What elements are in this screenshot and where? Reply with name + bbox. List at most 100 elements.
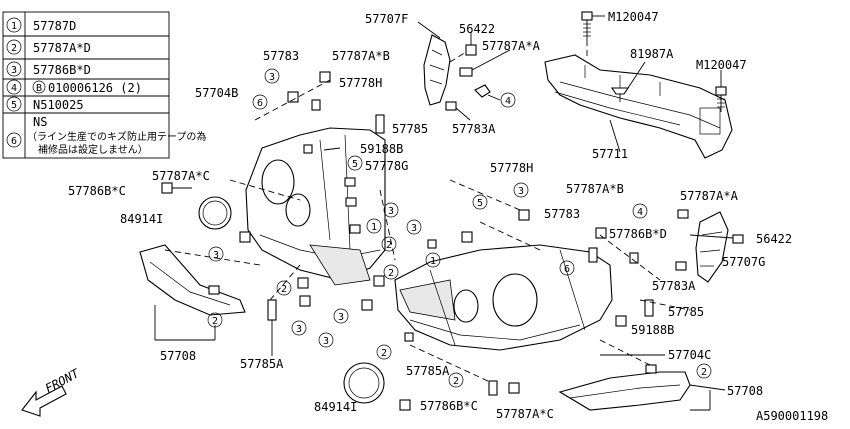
legend-num: 6 xyxy=(11,136,17,147)
bumper-cover-57704B xyxy=(245,127,386,286)
legend-row-4: 4 B 010006126 (2) xyxy=(6,79,142,95)
legend-row-5: 5 N510025 xyxy=(6,96,84,112)
clip-57786BxC-left xyxy=(161,182,192,194)
callout-4-top: 4 xyxy=(505,96,511,107)
callout-2: 2 xyxy=(701,367,707,378)
label-57711: 57711 xyxy=(592,147,628,161)
label-59188b-left: 59188B xyxy=(360,142,403,156)
bumper-cover-57704C xyxy=(394,244,613,351)
label-57787axa-right: 57787A*A xyxy=(680,189,739,203)
label-57785-right: 57785 xyxy=(668,305,704,319)
label-81987a: 81987A xyxy=(630,47,674,61)
legend-part: 010006126 (2) xyxy=(48,81,142,95)
legend-num: 2 xyxy=(11,43,17,54)
label-56422-right: 56422 xyxy=(756,232,792,246)
clip-81987A xyxy=(610,61,646,102)
legend-part: N510025 xyxy=(33,98,84,112)
legend-num: 4 xyxy=(11,83,17,94)
legend-note: 補修品は設定しません） xyxy=(38,143,148,156)
callouts-left: 3 6 5 1 3 3 2 2 3 3 2 xyxy=(207,68,399,336)
label-57704c: 57704C xyxy=(668,348,711,362)
legend-row-3: 3 57786B*D xyxy=(6,61,91,77)
label-57787axb-left: 57787A*B xyxy=(332,49,390,63)
callout-3: 3 xyxy=(338,312,344,323)
callout-2: 2 xyxy=(453,376,459,387)
legend-row-1: 1 57787D xyxy=(6,17,76,33)
trim-57708-left xyxy=(139,244,246,316)
label-59188b-right: 59188B xyxy=(631,323,674,337)
bolt-4-top xyxy=(474,84,501,101)
label-57704b: 57704B xyxy=(195,86,238,100)
callout-3: 3 xyxy=(411,223,417,234)
label-57708-right: 57708 xyxy=(727,384,763,398)
bolt-m120047-top xyxy=(581,11,605,60)
label-57778g: 57778G xyxy=(365,159,408,173)
label-57785a-right: 57785A xyxy=(406,364,450,378)
callout-3: 3 xyxy=(518,186,524,197)
dashed-guides-right xyxy=(409,179,691,383)
legend-part: 57787D xyxy=(33,19,76,33)
callout-1: 1 xyxy=(430,256,436,267)
label-57783-left: 57783 xyxy=(263,49,299,63)
legend-num: 5 xyxy=(11,100,17,111)
label-57778h-right: 57778H xyxy=(490,161,533,175)
bolts-right-assembly xyxy=(399,209,744,411)
label-57778h-left: 57778H xyxy=(339,76,382,90)
trim-57708-right xyxy=(558,371,691,411)
label-57708-left: 57708 xyxy=(160,349,196,363)
callout-2: 2 xyxy=(381,348,387,359)
clip-57783A-top xyxy=(445,101,471,121)
dashed-guides-left xyxy=(164,79,396,301)
ring-84914I-left xyxy=(198,196,232,230)
legend-num: 3 xyxy=(11,65,17,76)
legend-part: 57786B*D xyxy=(33,63,91,77)
callouts-right: 3 3 5 1 2 2 6 4 2 3 2 xyxy=(318,182,712,388)
label-57707f: 57707F xyxy=(365,12,408,26)
bracket-57707F xyxy=(417,21,451,106)
clip-56422-top xyxy=(449,32,477,63)
label-m120047-right: M120047 xyxy=(696,58,747,72)
legend-part: 57787A*D xyxy=(33,41,91,55)
callout-3: 3 xyxy=(269,72,275,83)
callout-2: 2 xyxy=(212,316,218,327)
callout-5: 5 xyxy=(352,159,358,170)
legend-prefix: B xyxy=(36,83,42,94)
label-m120047-top: M120047 xyxy=(608,10,659,24)
callout-3: 3 xyxy=(296,324,302,335)
legend-note: （ライン生産でのキズ防止用テープの為 xyxy=(27,130,206,143)
label-57785a-left: 57785A xyxy=(240,357,284,371)
legend-row-6: 6 NS （ライン生産でのキズ防止用テープの為 補修品は設定しません） xyxy=(6,115,206,156)
front-direction-arrow: FRONT xyxy=(21,366,82,417)
legend-num: 1 xyxy=(11,21,17,32)
label-57786bxd: 57786B*D xyxy=(609,227,667,241)
label-57787axa-top: 57787A*A xyxy=(482,39,541,53)
ring-84914I-right xyxy=(343,362,385,404)
label-57783a-right: 57783A xyxy=(652,279,696,293)
label-57787axc-left: 57787A*C xyxy=(152,169,210,183)
callout-5: 5 xyxy=(477,198,483,209)
label-84914i-right: 84914I xyxy=(314,400,357,414)
callout-1: 1 xyxy=(371,222,377,233)
clip-57787AxA-top xyxy=(459,49,511,77)
label-57783-right: 57783 xyxy=(544,207,580,221)
callout-3: 3 xyxy=(323,336,329,347)
legend-part: NS xyxy=(33,115,47,129)
callout-2: 2 xyxy=(388,268,394,279)
legend-table: 1 57787D 2 57787A*D 3 57786B*D 4 B 01000… xyxy=(2,11,206,159)
label-57786bxc-left: 57786B*C xyxy=(68,184,126,198)
label-84914i-left: 84914I xyxy=(120,212,163,226)
callout-3: 3 xyxy=(213,250,219,261)
bumper-beam-57711 xyxy=(544,54,733,159)
label-57787axb-right: 57787A*B xyxy=(566,182,624,196)
label-57783a-top: 57783A xyxy=(452,122,496,136)
bolts-left-assembly xyxy=(208,71,385,321)
label-56422-top: 56422 xyxy=(459,22,495,36)
callout-6: 6 xyxy=(564,264,570,275)
label-57786bxc-right: 57786B*C xyxy=(420,399,478,413)
callout-2: 2 xyxy=(281,284,287,295)
callout-3: 3 xyxy=(388,206,394,217)
label-57785-left: 57785 xyxy=(392,122,428,136)
bracket-57707G xyxy=(695,211,729,283)
